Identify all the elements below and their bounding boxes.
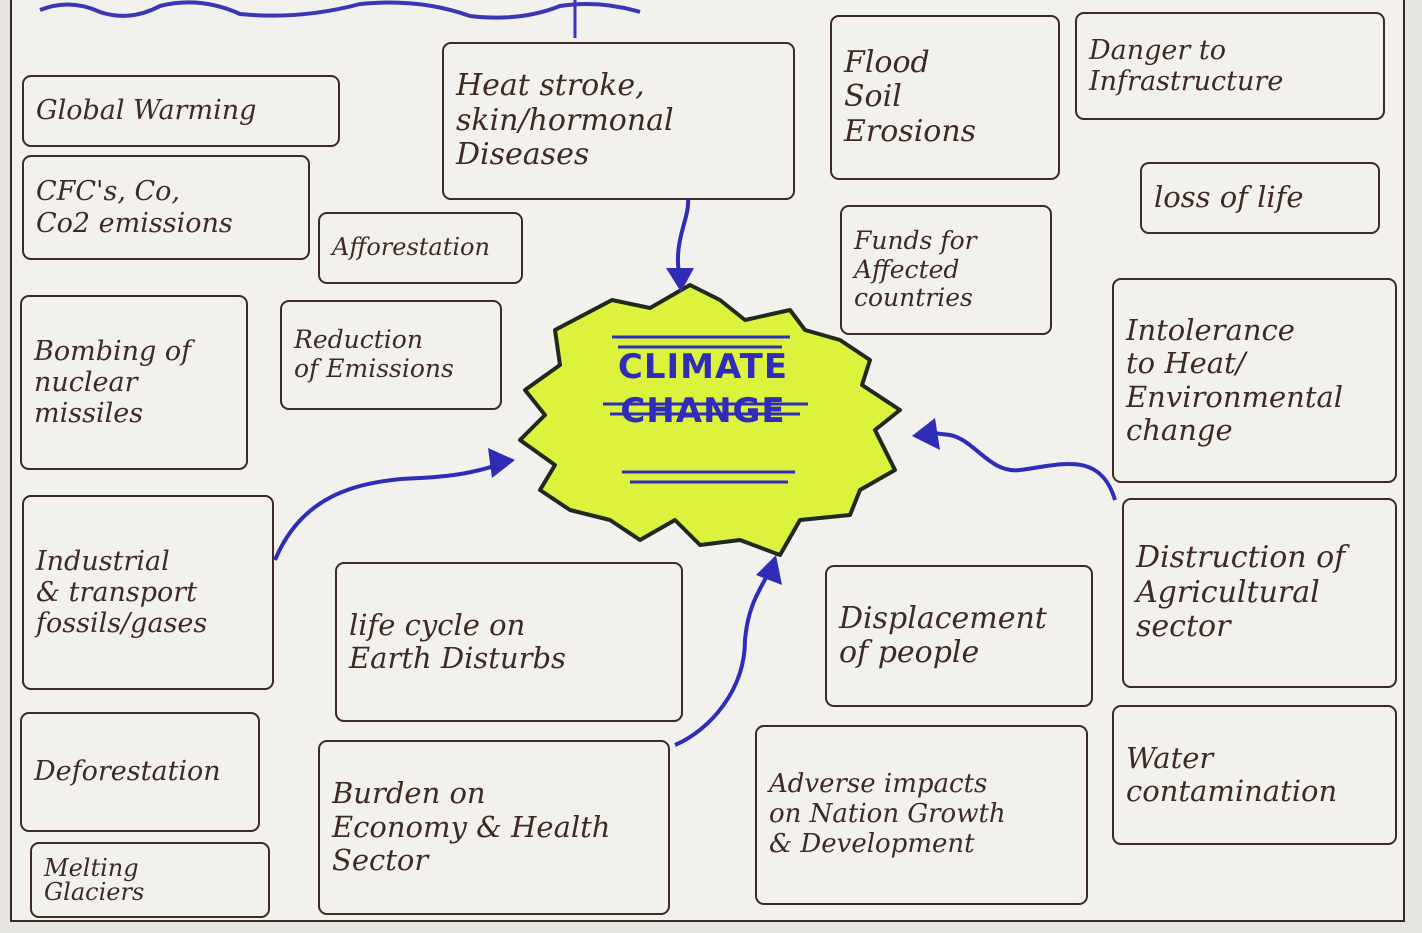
box-intolerance-heat: Intolerance to Heat/ Environmental chang… <box>1112 278 1397 483</box>
top-scribble <box>39 0 641 20</box>
box-funds-affected: Funds for Affected countries <box>840 205 1052 335</box>
arrowhead-left <box>488 448 515 478</box>
climate-starburst-highlight <box>518 283 902 557</box>
arrow-from-burden <box>674 569 772 747</box>
box-displacement: Displacement of people <box>825 565 1093 707</box>
box-intolerance-heat-text: Intolerance to Heat/ Environmental chang… <box>1126 312 1344 447</box>
box-burden-economy: Burden on Economy & Health Sector <box>318 740 670 915</box>
box-danger-infrastructure: Danger to Infrastructure <box>1075 12 1385 120</box>
box-loss-of-life: loss of life <box>1140 162 1380 234</box>
box-cfcs-emissions: CFC's, Co, Co2 emissions <box>22 155 310 260</box>
box-flood-erosion-text: Flood Soil Erosions <box>844 44 977 149</box>
box-bombing-nuclear: Bombing of nuclear missiles <box>20 295 248 470</box>
box-water-contamination-text: Water contamination <box>1126 740 1338 808</box>
box-bombing-nuclear-text: Bombing of nuclear missiles <box>34 335 192 430</box>
box-heat-stroke-text: Heat stroke, skin/hormonal Diseases <box>456 68 674 173</box>
box-melting-glaciers-text: Melting Glaciers <box>44 854 145 906</box>
box-global-warming-text: Global Warming <box>36 95 257 127</box>
climate-change-title: CLIMATE CHANGE <box>617 347 789 432</box>
arrowhead-right <box>912 418 940 450</box>
arrow-from-heat-stroke <box>675 197 691 281</box>
box-funds-affected-text: Funds for Affected countries <box>854 225 977 313</box>
box-adverse-impacts: Adverse impacts on Nation Growth & Devel… <box>755 725 1088 905</box>
box-deforestation-text: Deforestation <box>34 756 221 788</box>
box-flood-erosion: Flood Soil Erosions <box>830 15 1060 180</box>
box-deforestation: Deforestation <box>20 712 260 832</box>
box-adverse-impacts-text: Adverse impacts on Nation Growth & Devel… <box>769 769 1006 859</box>
box-destruction-agricultural-text: Distruction of Agricultural sector <box>1136 540 1346 645</box>
box-afforestation-text: Afforestation <box>332 233 490 262</box>
box-destruction-agricultural: Distruction of Agricultural sector <box>1122 498 1397 688</box>
box-industrial-transport-text: Industrial & transport fossils/gases <box>36 545 208 640</box>
box-industrial-transport: Industrial & transport fossils/gases <box>22 495 274 690</box>
box-reduction-emissions: Reduction of Emissions <box>280 300 502 410</box>
box-melting-glaciers: Melting Glaciers <box>30 842 270 918</box>
box-cfcs-emissions-text: CFC's, Co, Co2 emissions <box>36 176 233 239</box>
box-reduction-emissions-text: Reduction of Emissions <box>294 325 454 383</box>
arrowhead-bottom <box>756 555 782 585</box>
box-loss-of-life-text: loss of life <box>1154 180 1304 215</box>
box-life-cycle: life cycle on Earth Disturbs <box>335 562 683 722</box>
box-heat-stroke: Heat stroke, skin/hormonal Diseases <box>442 42 795 200</box>
box-displacement-text: Displacement of people <box>839 600 1047 670</box>
box-afforestation: Afforestation <box>318 212 523 284</box>
box-danger-infrastructure-text: Danger to Infrastructure <box>1089 34 1284 97</box>
box-water-contamination: Water contamination <box>1112 705 1397 845</box>
box-burden-economy-text: Burden on Economy & Health Sector <box>332 776 611 878</box>
arrowhead-top <box>666 268 694 292</box>
box-life-cycle-text: life cycle on Earth Disturbs <box>349 607 566 675</box>
box-global-warming: Global Warming <box>22 75 340 147</box>
arrow-from-intolerance <box>924 430 1117 501</box>
arrow-from-industrial <box>273 460 506 561</box>
